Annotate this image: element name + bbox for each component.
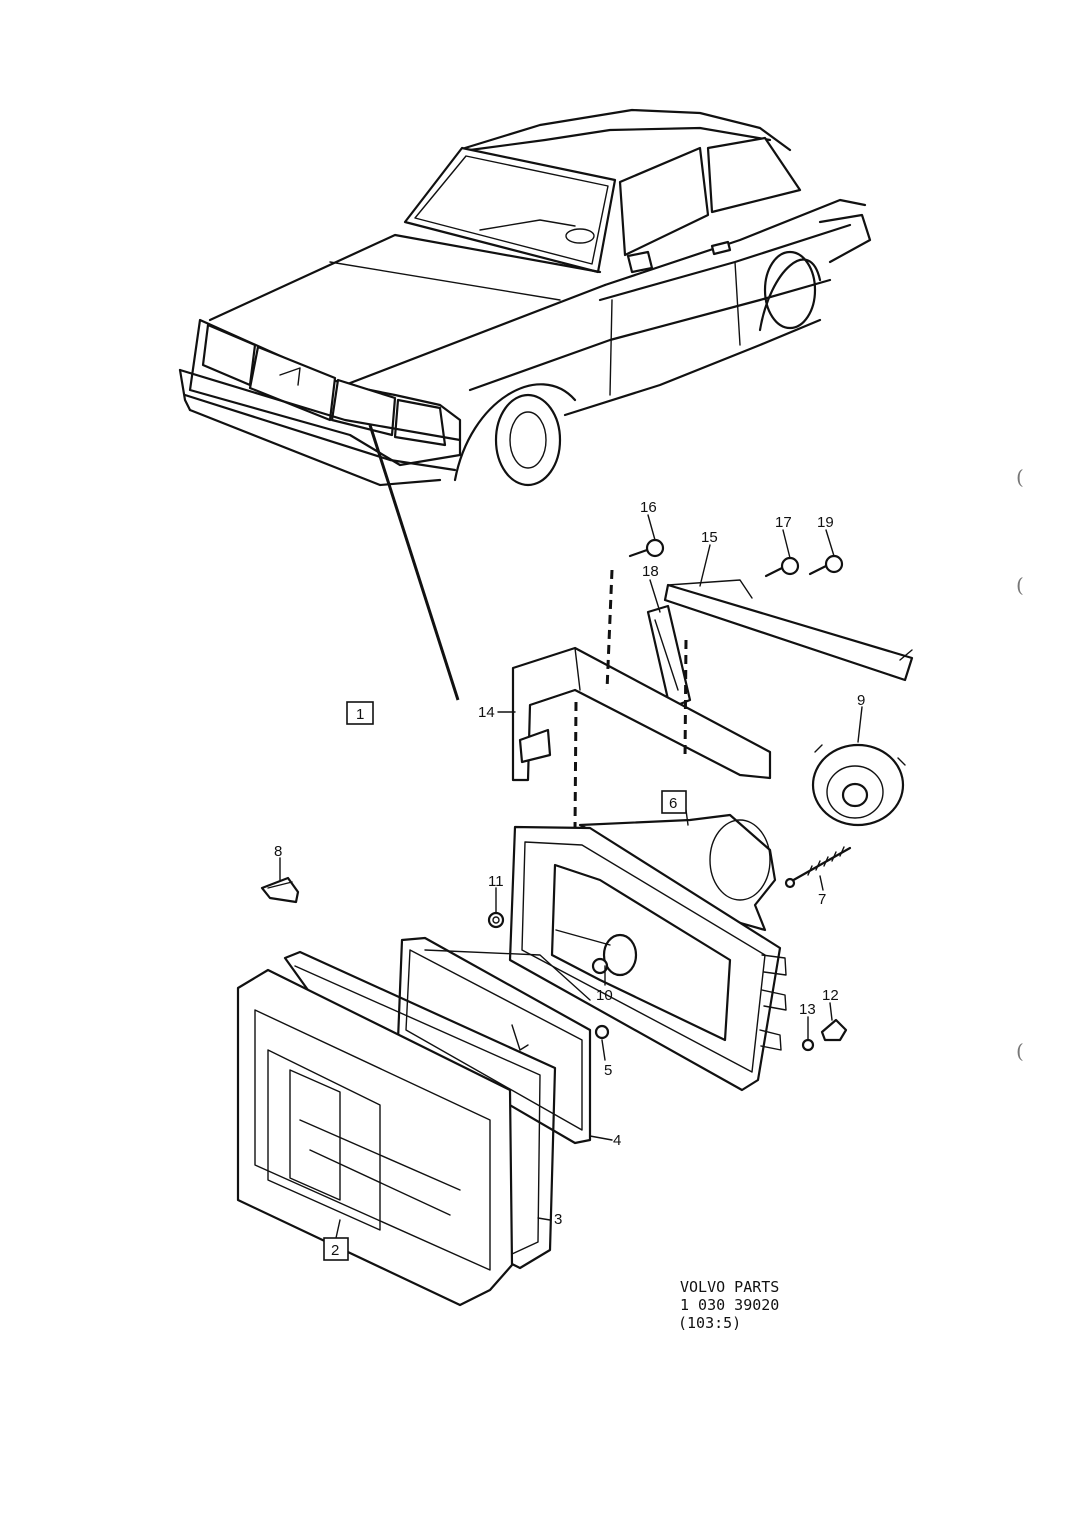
footer-line-1: VOLVO PARTS [680, 1278, 779, 1296]
part-7-adjuster-screw [784, 846, 852, 889]
callout-10: 10 [596, 987, 613, 1004]
assembly-dash-lines [573, 569, 688, 831]
part-15-bracket-bar [663, 579, 914, 682]
callout-4: 4 [613, 1132, 621, 1149]
footer-line-3: (103:5) [678, 1314, 741, 1332]
leader-lines [279, 514, 863, 1239]
binding-marks: ( ( ( [1016, 465, 1024, 1063]
callout-7: 7 [818, 891, 826, 908]
part-8-clip [260, 876, 300, 904]
part-12-clip [820, 1018, 848, 1042]
binding-mark-2: ( [1016, 573, 1024, 597]
part-16-screw [628, 538, 665, 558]
part-11-nut [487, 911, 505, 929]
callout-8: 8 [274, 843, 282, 860]
callout-18: 18 [642, 563, 659, 580]
part-2-lens [236, 968, 514, 1307]
callout-12: 12 [822, 987, 839, 1004]
part-6-housing [508, 813, 787, 1092]
callout-13: 13 [799, 1001, 816, 1018]
part-13-nut [801, 1038, 815, 1052]
callout-11: 11 [488, 873, 504, 890]
part-17-screw [764, 556, 800, 578]
binding-mark-3: ( [1016, 1039, 1024, 1063]
part-9-bulb-cap [811, 743, 906, 827]
parts-reference-footer: VOLVO PARTS 1 030 39020 (103:5) [678, 1278, 779, 1332]
part-5-nut [594, 1024, 610, 1040]
callout-labels: 1 2 3 4 5 6 7 8 9 10 11 12 13 14 15 16 1… [274, 499, 865, 1261]
callout-19: 19 [817, 514, 834, 531]
part-18-side-bracket [646, 604, 692, 710]
binding-mark-1: ( [1016, 465, 1024, 489]
callout-16: 16 [640, 499, 657, 516]
callout-14: 14 [478, 704, 495, 721]
callout-3: 3 [554, 1211, 562, 1228]
callout-9: 9 [857, 692, 865, 709]
car-illustration [178, 108, 872, 487]
footer-line-2: 1 030 39020 [680, 1296, 779, 1314]
callout-1: 1 [356, 706, 364, 723]
callout-17: 17 [775, 514, 792, 531]
part-14-frame [511, 646, 772, 782]
callout-5: 5 [604, 1062, 612, 1079]
callout-6: 6 [669, 795, 677, 812]
pointer-line [368, 424, 460, 701]
part-19-screw [808, 554, 844, 576]
callout-2: 2 [331, 1242, 339, 1259]
callout-15: 15 [701, 529, 718, 546]
